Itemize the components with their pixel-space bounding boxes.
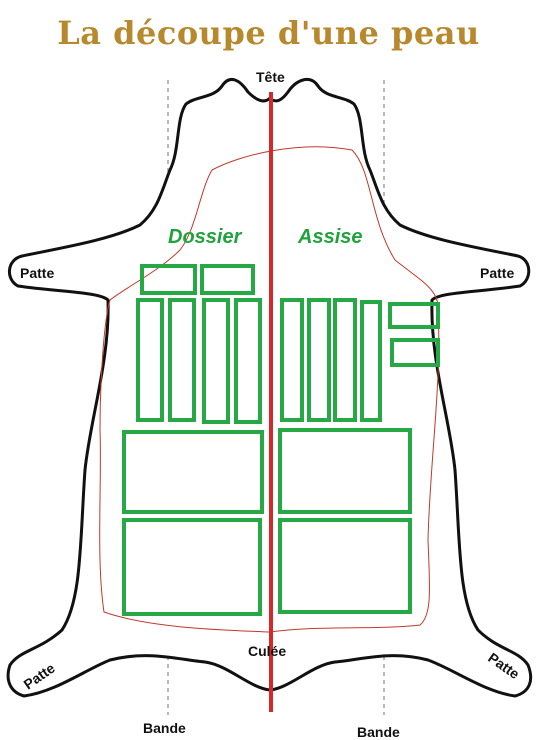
seat-panel-upper [278,428,412,514]
head-label: Tête [256,69,285,85]
band-label-right: Bande [357,724,400,740]
backrest-strip-2 [168,298,196,422]
page-title: La découpe d'une peau [57,14,480,52]
paw-label-left: Patte [20,265,54,281]
seat-piece-small-1 [388,302,440,329]
usable-area-outline [99,146,440,633]
band-label-left: Bande [143,720,186,736]
backrest-piece-small-2 [200,264,255,295]
backrest-strip-4 [234,298,262,424]
backrest-strip-1 [136,298,164,422]
seat-piece-small-2 [390,338,440,367]
seat-strip-3 [333,298,357,422]
seat-strip-1 [280,298,304,422]
seat-label: Assise [297,226,363,248]
backrest-strip-3 [202,298,230,424]
backrest-piece-small-1 [140,264,197,295]
seat-panel-lower [278,518,412,614]
seat-strip-4 [360,300,382,422]
backrest-panel-lower [122,518,262,616]
backrest-panel-upper [122,430,264,514]
backrest-label: Dossier [168,226,243,248]
paw-label-right: Patte [480,265,514,281]
rump-label: Culée [248,643,286,659]
seat-strip-2 [307,298,331,422]
